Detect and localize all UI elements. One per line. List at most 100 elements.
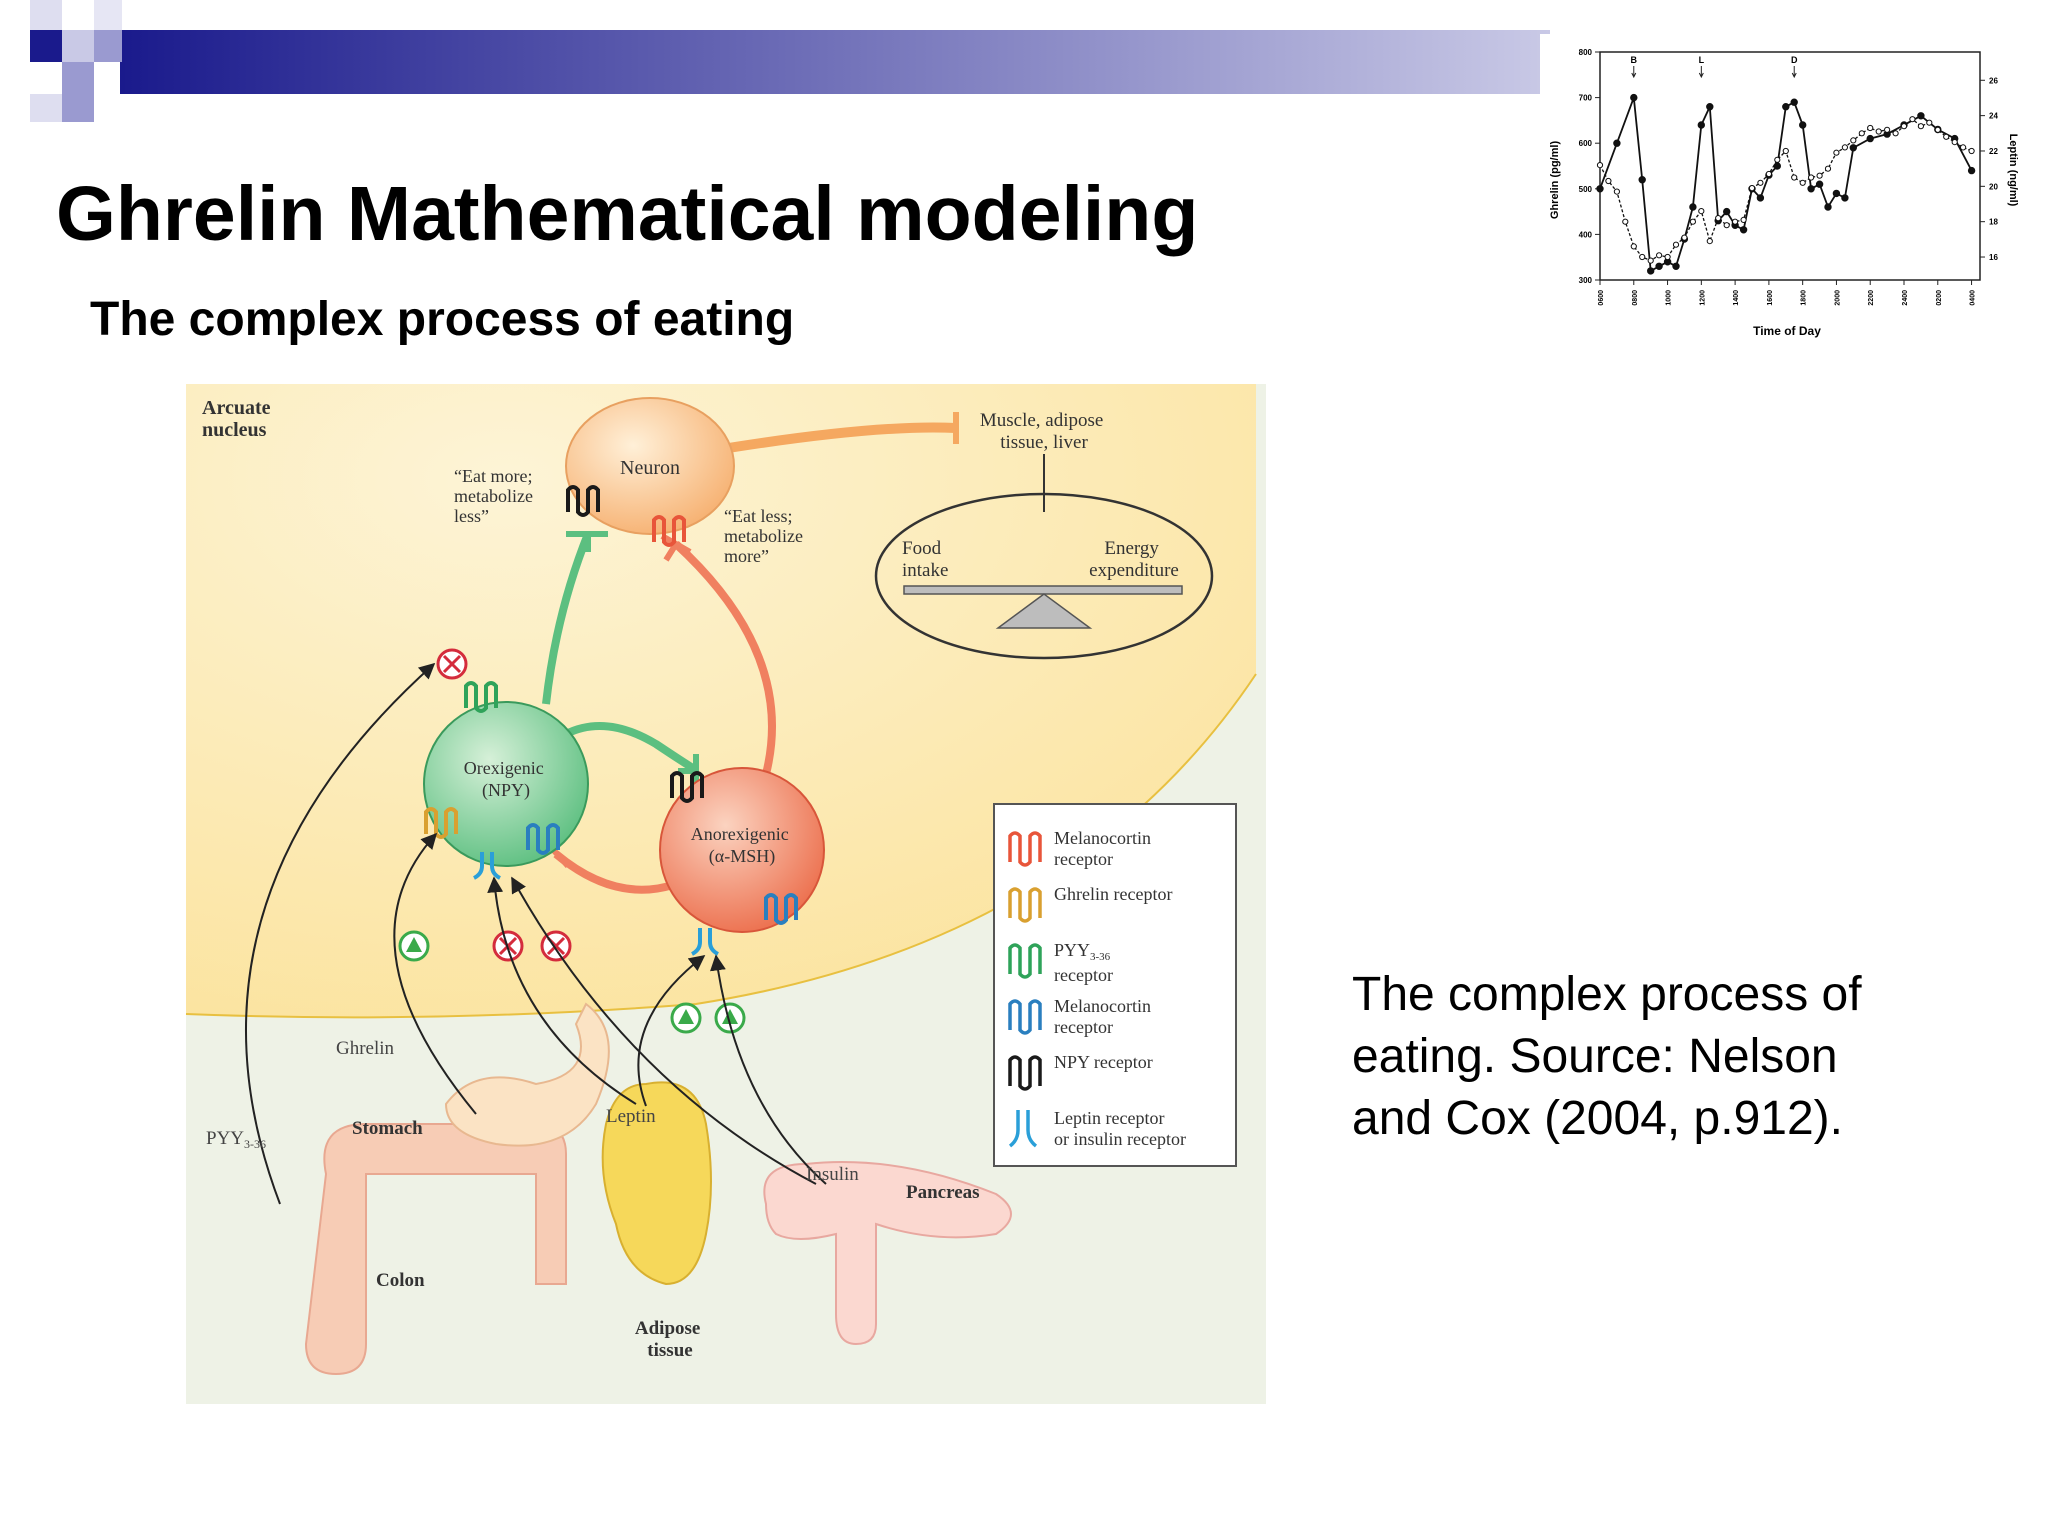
chart-xtick-label: 2000 xyxy=(1834,290,1841,306)
leptin-data-point xyxy=(1791,174,1798,181)
insulin-label: Insulin xyxy=(806,1164,859,1185)
energy-expenditure-label: Energy expenditure xyxy=(1089,538,1179,581)
chart-xtick-label: 0400 xyxy=(1970,290,1977,306)
orexigenic-axon xyxy=(542,532,592,705)
ghrelin-data-point xyxy=(1807,185,1815,193)
colon-label: Colon xyxy=(376,1270,425,1291)
leptin-data-point xyxy=(1681,234,1688,241)
slide-title: Ghrelin Mathematical modeling xyxy=(56,171,1199,257)
leptin-data-point xyxy=(1740,216,1747,223)
chart-xtick-label: 1400 xyxy=(1733,290,1740,306)
balance-fulcrum xyxy=(995,593,1093,629)
ghrelin-data-point xyxy=(1647,267,1655,275)
chart-y2tick-label: 22 xyxy=(1989,147,1998,156)
ghrelin-data-point xyxy=(1849,144,1857,152)
chart-meal-marker: B xyxy=(1631,55,1638,65)
leptin-data-point xyxy=(1774,156,1781,163)
chart-ytick-label: 500 xyxy=(1579,185,1593,194)
leptin-data-point xyxy=(1596,162,1604,169)
food-intake-label: Food intake xyxy=(902,538,948,581)
neuron-label: Neuron xyxy=(620,457,680,479)
ghrelin-data-point xyxy=(1773,162,1782,170)
leptin-data-point xyxy=(1968,147,1975,155)
chart-y2tick-label: 16 xyxy=(1989,253,1998,262)
leptin-data-point xyxy=(1799,179,1806,186)
chart-xtick-label: 0200 xyxy=(1936,290,1943,306)
eat-less-label: “Eat less; metabolize more” xyxy=(724,506,807,566)
leptin-data-point xyxy=(1833,149,1840,156)
chart-y2label: Leptin (ng/ml) xyxy=(2007,134,2019,207)
leptin-signal-arrow xyxy=(637,955,706,1107)
pancreas-shape xyxy=(763,1161,1012,1346)
stimulate-icon xyxy=(670,1002,702,1034)
ghrelin-data-point xyxy=(1815,180,1824,188)
leptin-data-point xyxy=(1909,116,1916,123)
inhibit-icon xyxy=(436,648,468,680)
ghrelin-data-point xyxy=(1782,103,1790,111)
melanocortin-receptor-icon xyxy=(1008,999,1042,1035)
figure-caption: The complex process of eating. Source: N… xyxy=(1352,964,1992,1150)
insulin-signal-arrow xyxy=(710,954,827,1185)
balance-beam xyxy=(903,585,1183,595)
header-decoration xyxy=(0,0,1550,122)
chart-xtick-label: 2200 xyxy=(1868,290,1875,306)
ghrelin-receptor-icon xyxy=(1008,887,1042,923)
npy-receptor-icon xyxy=(566,485,600,517)
pyy-signal-arrow xyxy=(245,662,436,1205)
leptin-data-point xyxy=(1715,215,1722,222)
leptin-data-point xyxy=(1917,123,1924,130)
orexigenic-label: Orexigenic (NPY) xyxy=(464,758,548,801)
adipose-tissue-shape xyxy=(601,1081,712,1286)
ghrelin-data-point xyxy=(1596,185,1604,193)
leptin-data-point xyxy=(1943,133,1950,140)
chart-xtick-label: 0800 xyxy=(1632,290,1639,306)
chart-xtick-label: 1000 xyxy=(1666,290,1673,306)
leptin-data-point xyxy=(1732,218,1739,225)
leptin-data-point xyxy=(1672,241,1680,248)
chart-ytick-label: 300 xyxy=(1579,276,1593,285)
chart-ytick-label: 600 xyxy=(1579,139,1593,148)
ghrelin-data-point xyxy=(1655,262,1663,271)
ghrelin-data-point xyxy=(1723,207,1731,216)
leptin-data-point xyxy=(1892,130,1899,137)
chart-ytick-label: 800 xyxy=(1579,48,1593,57)
stomach-label: Stomach xyxy=(352,1118,423,1139)
chart-xtick-label: 2400 xyxy=(1902,290,1909,306)
chart-y2tick-label: 24 xyxy=(1989,112,1998,121)
leptin-data-point xyxy=(1867,124,1874,132)
leptin-data-point xyxy=(1630,243,1637,250)
ghrelin-data-point xyxy=(1756,194,1765,202)
ghrelin-data-point xyxy=(1706,103,1714,111)
ghrelin-data-point xyxy=(1672,262,1680,271)
ghrelin-data-point xyxy=(1917,112,1925,120)
ghrelin-data-point xyxy=(1866,134,1874,143)
chart-meal-marker: L xyxy=(1699,55,1705,65)
leptin-data-point xyxy=(1926,119,1933,126)
ghrelin-data-point xyxy=(1832,189,1841,198)
leptin-data-point xyxy=(1960,144,1967,151)
leptin-data-point xyxy=(1723,222,1730,229)
arcuate-nucleus-region xyxy=(186,384,1256,1018)
leptin-data-point xyxy=(1689,218,1696,225)
slide-subtitle: The complex process of eating xyxy=(90,293,795,346)
leptin-data-point xyxy=(1698,208,1705,215)
muscle-label: Muscle, adipose tissue, liver xyxy=(980,410,1108,453)
leptin-data-point xyxy=(1951,139,1958,146)
orexigenic-to-anorexigenic-axon xyxy=(564,722,699,774)
melanocortin-receptor-icon xyxy=(526,823,560,855)
caption-line: eating. Source: Nelson xyxy=(1352,1030,1838,1083)
caption-line: The complex process of xyxy=(1352,968,1862,1021)
colon-shape xyxy=(304,1123,567,1376)
stimulate-icon xyxy=(714,1002,746,1034)
leptin-data-point xyxy=(1639,253,1646,261)
leptin-data-point xyxy=(1884,126,1891,133)
ghrelin-data-point xyxy=(1841,194,1849,202)
pyy-receptor-icon xyxy=(464,681,498,713)
ghrelin-data-point xyxy=(1967,166,1976,175)
leptin-label: Leptin xyxy=(606,1106,656,1127)
legend-label: NPY receptor xyxy=(1054,1052,1153,1072)
